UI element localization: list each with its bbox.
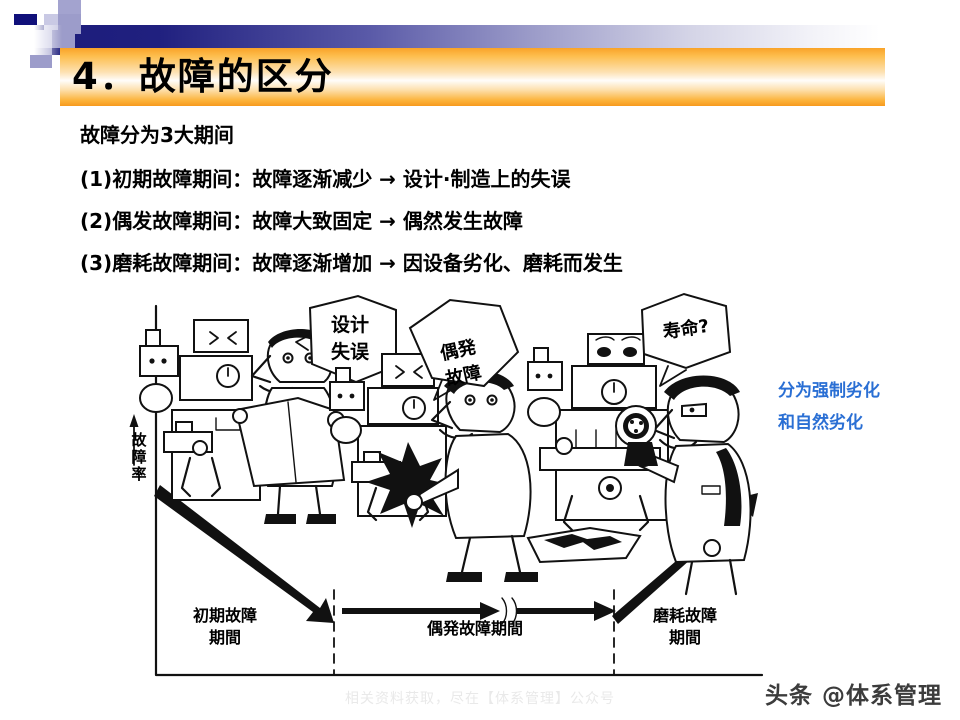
side-note-line-2: 和自然劣化 bbox=[778, 413, 863, 433]
axis-frame bbox=[129, 304, 764, 677]
period-label-early-text: 初期故障 期間 bbox=[192, 606, 257, 647]
lead-line: 故障分为3大期间 bbox=[80, 123, 234, 147]
bullet-line-3: (3)磨耗故障期间：故障逐渐增加 → 因设备劣化、磨耗而发生 bbox=[80, 251, 623, 275]
title-bar bbox=[60, 48, 885, 106]
scene-random-failure bbox=[329, 298, 538, 582]
bullet-line-2: (2)偶发故障期间：故障大致固定 → 偶然发生故障 bbox=[80, 209, 523, 233]
deco-square-lilac-b bbox=[58, 14, 81, 34]
speech-bubble-lifespan-text: 寿命? bbox=[661, 315, 711, 344]
page-title: 4．故障的区分 bbox=[72, 55, 334, 98]
side-note-line-1: 分为强制劣化 bbox=[778, 381, 880, 401]
period-label-wearout: 磨耗故障 期間 bbox=[625, 605, 745, 649]
speech-bubble-random-failure-text: 偶発 故障 bbox=[438, 336, 484, 391]
period-label-early: 初期故障 期間 bbox=[165, 605, 285, 649]
watermark: 相关资料获取，尽在【体系管理】公众号 bbox=[345, 691, 615, 707]
period-label-random: 偶発故障期間 bbox=[380, 618, 570, 640]
period-label-random-text: 偶発故障期間 bbox=[426, 619, 523, 638]
y-axis-label-text: 故障率 bbox=[131, 431, 147, 483]
bathtub-curve-figure: .ln { fill:none; stroke:#111; stroke-wid… bbox=[120, 290, 780, 690]
bullet-line-1: (1)初期故障期间：故障逐渐减少 → 设计·制造上的失误 bbox=[80, 167, 571, 191]
speech-bubble-design-error: 设计 失误 bbox=[318, 312, 382, 366]
body-text-block: 故障分为3大期间 (1)初期故障期间：故障逐渐减少 → 设计·制造上的失误 (2… bbox=[80, 120, 780, 284]
scene-wearout-failure bbox=[526, 292, 752, 596]
brand-logo: 头条 @体系管理 bbox=[764, 683, 942, 709]
scene-early-failure bbox=[139, 294, 397, 524]
side-note: 分为强制劣化 和自然劣化 bbox=[778, 375, 953, 439]
period-label-wearout-text: 磨耗故障 期間 bbox=[652, 606, 717, 647]
y-axis-label: 故障率 bbox=[126, 432, 152, 483]
period-dividers bbox=[333, 589, 615, 676]
speech-bubble-design-error-text: 设计 失误 bbox=[330, 314, 369, 363]
header-bar-left-fade bbox=[0, 25, 62, 55]
